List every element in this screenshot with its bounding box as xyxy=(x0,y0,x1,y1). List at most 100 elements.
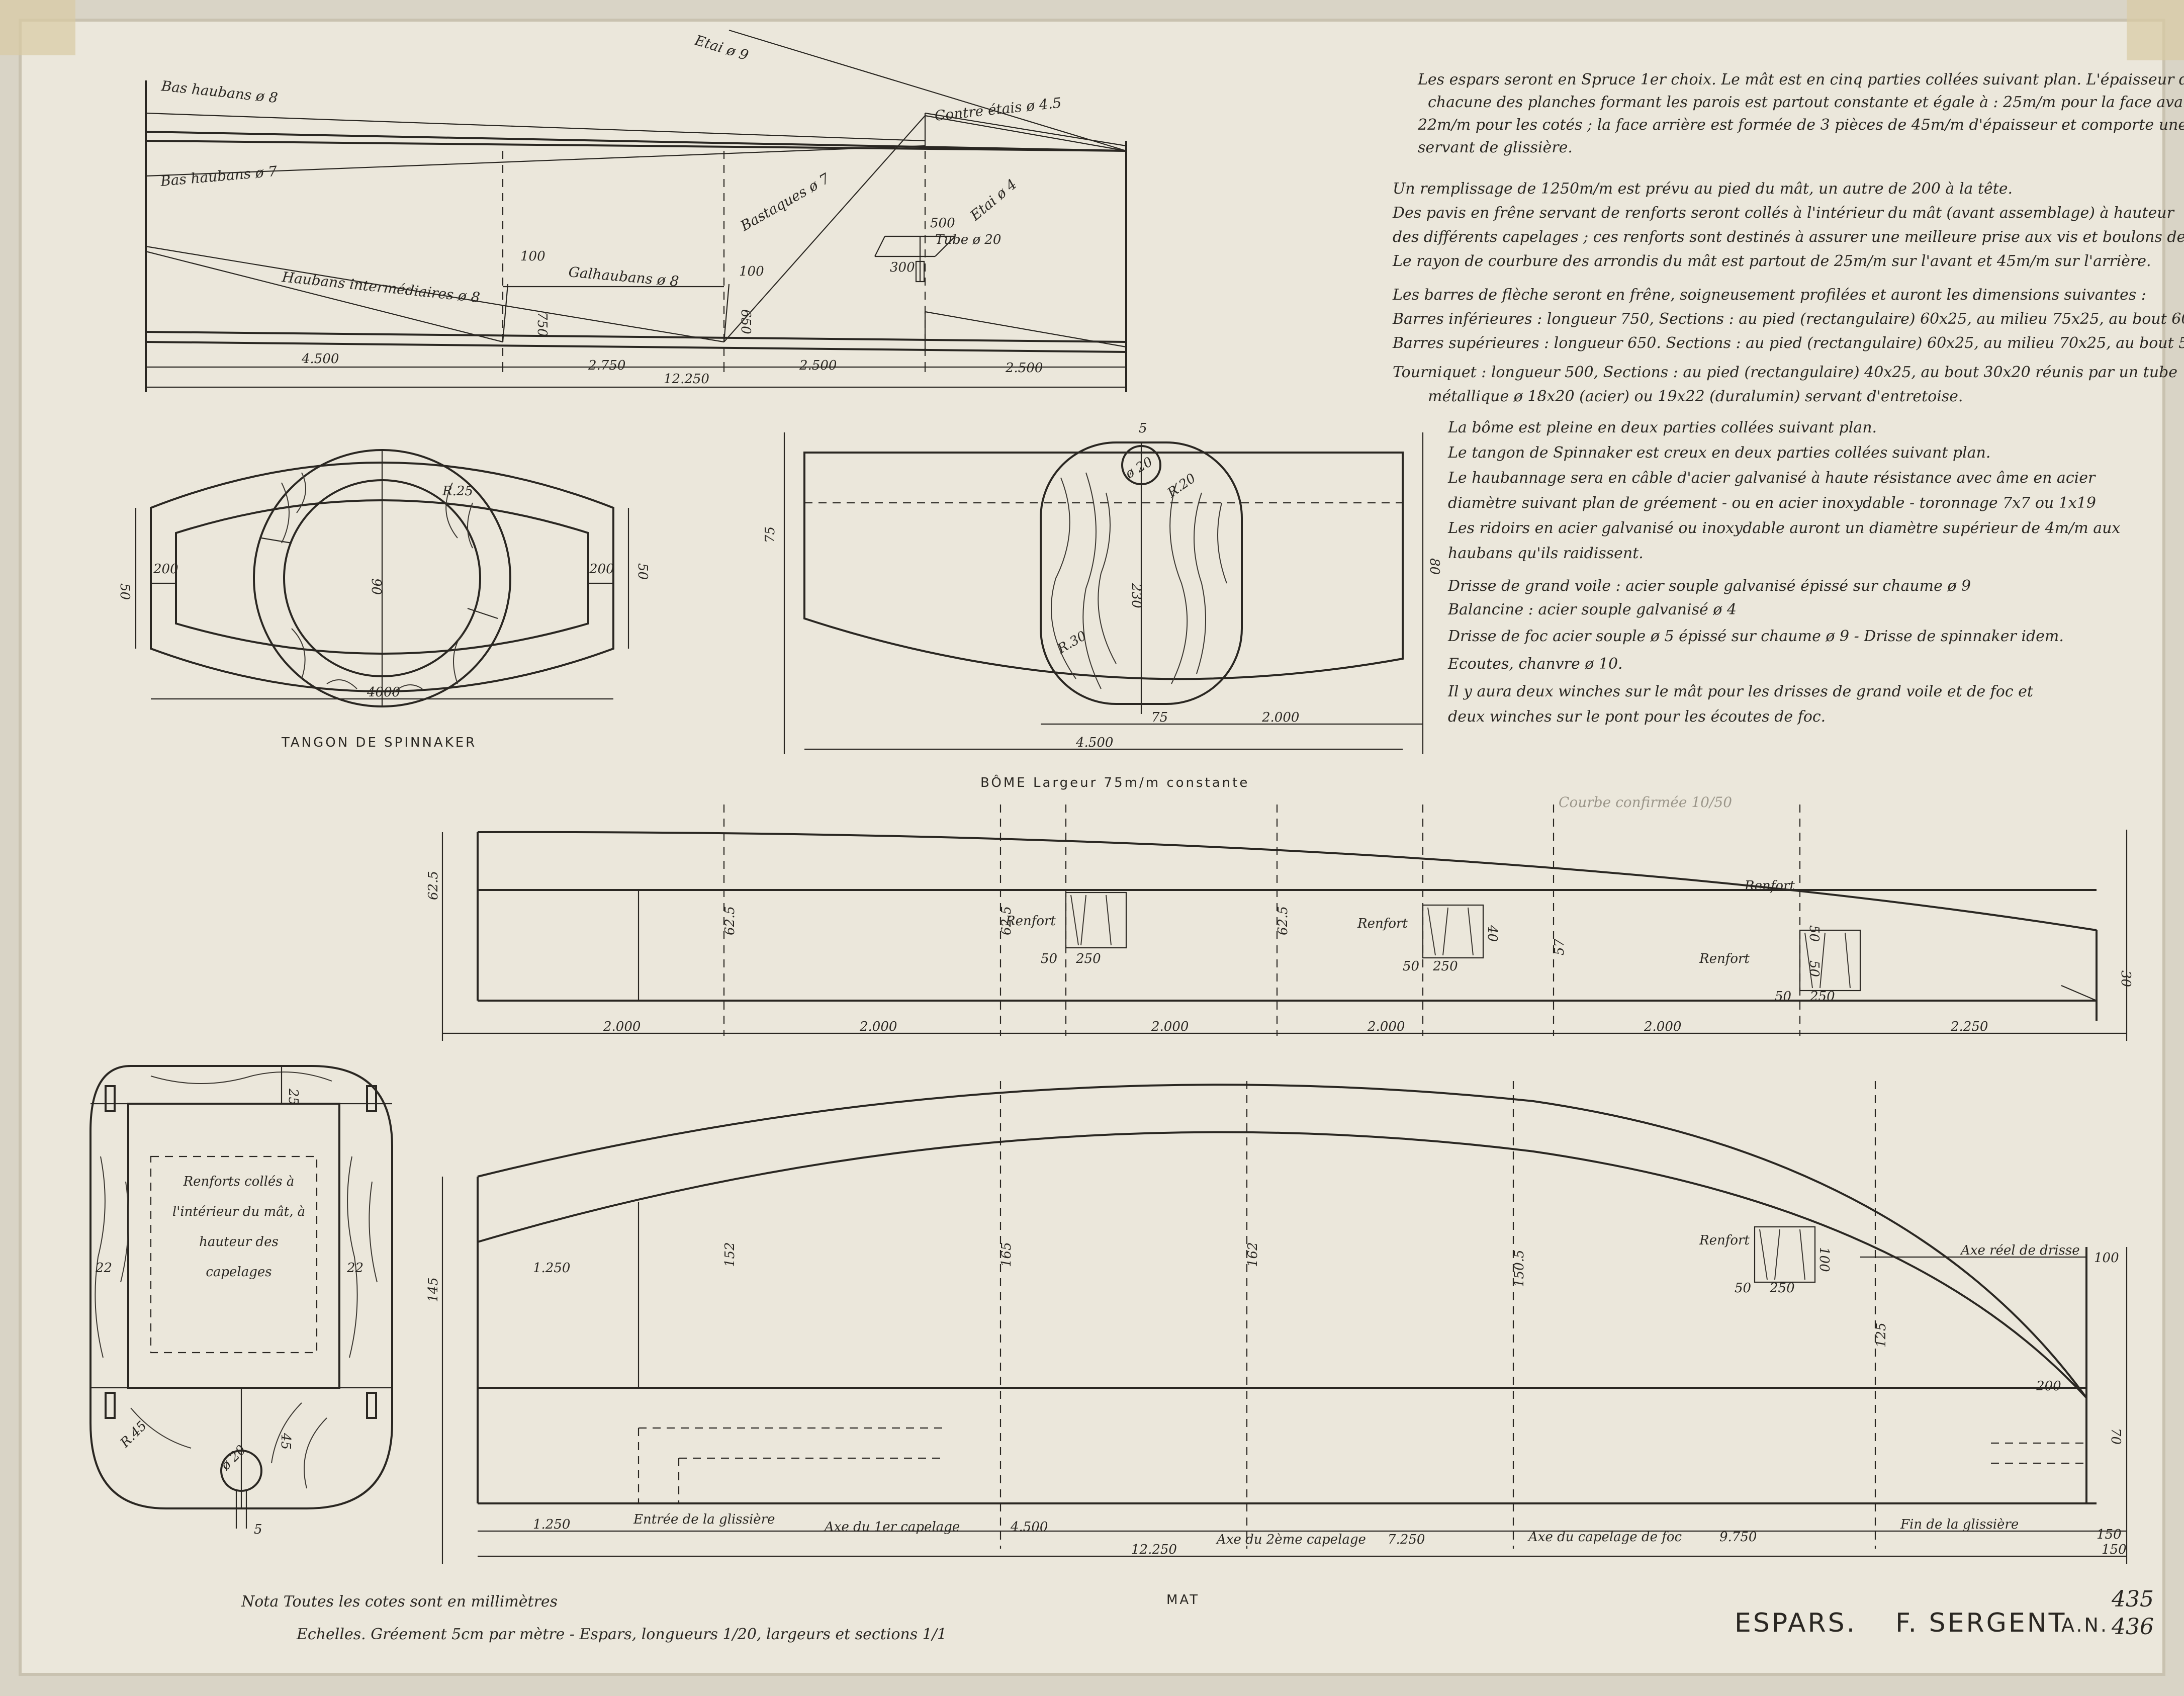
mast-side-dim: 50 xyxy=(1775,989,1791,1004)
mast-front-dim: 70 xyxy=(2108,1428,2123,1445)
mast-bottom-label: 1.250 xyxy=(533,1517,570,1532)
note-line: Il y aura deux winches sur le mât pour l… xyxy=(1447,683,2034,700)
mast-bottom-label: Fin de la glissière xyxy=(1900,1517,2019,1532)
sheet-number-435: 435 xyxy=(2111,1586,2154,1612)
note-line: Les espars seront en Spruce 1er choix. L… xyxy=(1417,71,2184,88)
dim-100-a: 100 xyxy=(520,249,545,264)
mast-bottom-label: 9.750 xyxy=(1719,1530,1757,1545)
note-line: Un remplissage de 1250m/m est prévu au p… xyxy=(1393,180,2013,198)
mast-bottom-label: Entrée de la glissière xyxy=(633,1512,775,1527)
mast-side-dim: 62.5 xyxy=(1276,906,1291,935)
mast-side-dim: 62.5 xyxy=(722,906,738,935)
note-line: des différents capelages ; ces renforts … xyxy=(1393,228,2184,246)
dim-300: 300 xyxy=(890,260,915,275)
footer-title: ESPARS. xyxy=(1735,1608,1857,1638)
note-line: La bôme est pleine en deux parties collé… xyxy=(1447,419,1877,436)
mast-front-renfort: Renfort xyxy=(1699,1233,1750,1248)
mast-front-dim: 150.5 xyxy=(1512,1250,1527,1287)
mast-front-dim: 162 xyxy=(1245,1242,1260,1267)
mast-side-dim: 2.000 xyxy=(1644,1019,1681,1034)
mast-front-axe-drisse: Axe réel de drisse xyxy=(1960,1243,2080,1258)
mast-side-dim: 50 xyxy=(1403,959,1419,974)
note-line: deux winches sur le pont pour les écoute… xyxy=(1448,708,1826,726)
note-line: Barres inférieures : longueur 750, Secti… xyxy=(1392,310,2184,328)
mast-side-dim: 40 xyxy=(1485,925,1500,942)
mast-cross-section: 25 22 22 R.45 45 ø 20 5 Renforts collés … xyxy=(89,1065,393,1537)
mast-front-dim: 200 xyxy=(2036,1379,2061,1394)
mast-side-view: 62.5 62.5 62.5 62.5 57 30 40 50 50 2.000… xyxy=(426,805,2133,1041)
mast-side-dim: 62.5 xyxy=(426,871,441,900)
section-label: Renforts collés à l'intérieur du mât, à … xyxy=(172,1174,306,1280)
tangon-dim-200-right: 200 xyxy=(589,562,614,577)
mast-bottom-label: 4.500 xyxy=(1010,1520,1048,1535)
tangon-dim-50-right: 50 xyxy=(635,563,650,580)
note-line: diamètre suivant plan de gréement - ou e… xyxy=(1448,494,2096,512)
note-line: Barres supérieures : longueur 650. Secti… xyxy=(1392,334,2184,352)
mast-side-dim: 250 xyxy=(1075,951,1101,966)
mast-bottom-label: Axe du capelage de foc xyxy=(1527,1530,1682,1545)
mast-bottom-label: 7.250 xyxy=(1388,1532,1425,1547)
mast-bottom-label: 150 xyxy=(2102,1542,2127,1557)
note-line: Ecoutes, chanvre ø 10. xyxy=(1447,655,1623,673)
section-label-box: Renforts collés à l'intérieur du mât, à … xyxy=(172,1174,306,1280)
mast-front-dim: 152 xyxy=(722,1242,738,1267)
note-line: Drisse de foc acier souple ø 5 épissé su… xyxy=(1447,628,2064,645)
footer: Nota Toutes les cotes sont en millimètre… xyxy=(241,1586,2154,1643)
note-line: haubans qu'ils raidissent. xyxy=(1448,545,1644,562)
dim-500: 500 xyxy=(930,216,955,231)
bome-dim-4500: 4.500 xyxy=(1075,735,1113,750)
tape-top-left xyxy=(0,0,75,55)
mast-front-dim: 165 xyxy=(999,1242,1014,1267)
mast-caption: MAT xyxy=(1166,1592,1200,1608)
mast-bottom-label: Axe du 1er capelage xyxy=(824,1520,960,1535)
bome-dim-5: 5 xyxy=(1139,421,1147,436)
mast-front-dim: 125 xyxy=(1874,1322,1889,1348)
note-line: Les ridoirs en acier galvanisé ou inoxyd… xyxy=(1447,519,2120,537)
tangon-dim-4000: 4000 xyxy=(367,685,400,700)
note-line: métallique ø 18x20 (acier) ou 19x22 (dur… xyxy=(1428,388,1963,405)
section-dim-45: 45 xyxy=(278,1433,293,1450)
mast-side-dim: 2.000 xyxy=(859,1019,897,1034)
mast-front-dim: 100 xyxy=(1816,1247,1832,1272)
mast-side-dim: 2.000 xyxy=(1151,1019,1189,1034)
mast-side-dim: 250 xyxy=(1809,989,1835,1004)
paper xyxy=(20,20,2164,1674)
dim-2500-a: 2.500 xyxy=(799,358,837,373)
tangon-dim-50-left: 50 xyxy=(117,583,132,600)
tangon-section: 200 200 90 50 50 4000 R.25 TANGON DE SPI… xyxy=(117,449,650,750)
dim-650: 650 xyxy=(738,309,753,334)
note-line: Le haubannage sera en câble d'acier galv… xyxy=(1447,469,2096,487)
mast-side-dim: 2.250 xyxy=(1950,1019,1988,1034)
pencil-note: Courbe confirmée 10/50 xyxy=(1559,794,1732,811)
note-line: Drisse de grand voile : acier souple gal… xyxy=(1447,577,1971,595)
note-line: Des pavis en frêne servant de renforts s… xyxy=(1392,204,2175,222)
dim-4500: 4.500 xyxy=(301,351,339,367)
mast-bottom-label: Axe du 2ème capelage xyxy=(1216,1532,1366,1547)
mast-side-renfort: Renfort xyxy=(1005,914,1056,929)
footer-author: F. SERGENT xyxy=(1895,1608,2066,1638)
mast-side-dim: 2.000 xyxy=(603,1019,641,1034)
bome-drawing: 5 ø 20 R.20 R.30 75 80 230 75 4.500 2.00… xyxy=(763,421,1442,790)
sheet-number-436: 436 xyxy=(2111,1614,2154,1640)
footer-suffix: A.N. xyxy=(2061,1614,2109,1636)
mast-front-view: 145 152 165 162 150.5 125 100 70 100 200… xyxy=(426,1081,2128,1608)
bome-caption: BÔME Largeur 75m/m constante xyxy=(980,774,1249,790)
footer-nota: Nota Toutes les cotes sont en millimètre… xyxy=(241,1593,558,1611)
note-line: 22m/m pour les cotés ; la face arrière e… xyxy=(1417,116,2184,134)
mast-side-renfort: Renfort xyxy=(1357,916,1408,931)
note-line: Les barres de flèche seront en frêne, so… xyxy=(1392,286,2146,304)
note-line: Le tangon de Spinnaker est creux en deux… xyxy=(1447,444,1990,462)
footer-scales: Echelles. Gréement 5cm par mètre - Espar… xyxy=(296,1626,947,1643)
section-dim-25: 25 xyxy=(286,1088,301,1105)
mast-front-dim: 1.250 xyxy=(533,1261,570,1276)
tangon-dim-90: 90 xyxy=(369,578,384,595)
mast-side-renfort: Renfort xyxy=(1699,951,1750,966)
tangon-dim-200-left: 200 xyxy=(153,562,178,577)
mast-side-dim: 50 xyxy=(1806,960,1822,977)
mast-bottom-label: 12.250 xyxy=(1131,1542,1177,1557)
note-line: Tourniquet : longueur 500, Sections : au… xyxy=(1393,364,2177,381)
specification-notes: Les espars seront en Spruce 1er choix. L… xyxy=(1392,71,2184,726)
mast-front-dim: 250 xyxy=(1769,1281,1795,1296)
